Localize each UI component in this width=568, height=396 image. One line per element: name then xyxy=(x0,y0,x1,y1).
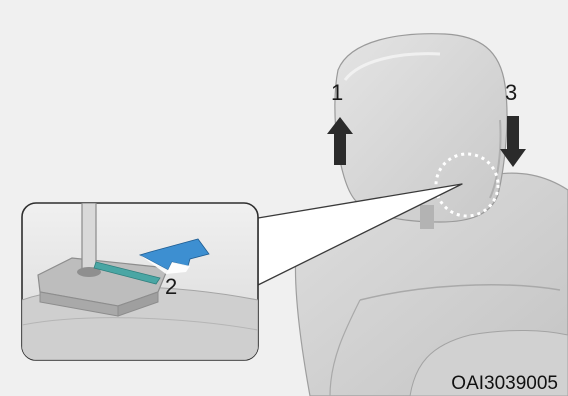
callout-2: 2 xyxy=(165,274,177,299)
callout-1: 1 xyxy=(331,80,343,105)
callout-3: 3 xyxy=(505,80,517,105)
inset-detail xyxy=(22,203,258,360)
image-code: OAI3039005 xyxy=(451,373,558,394)
inset-post xyxy=(82,203,96,273)
headrest-post xyxy=(420,205,434,229)
